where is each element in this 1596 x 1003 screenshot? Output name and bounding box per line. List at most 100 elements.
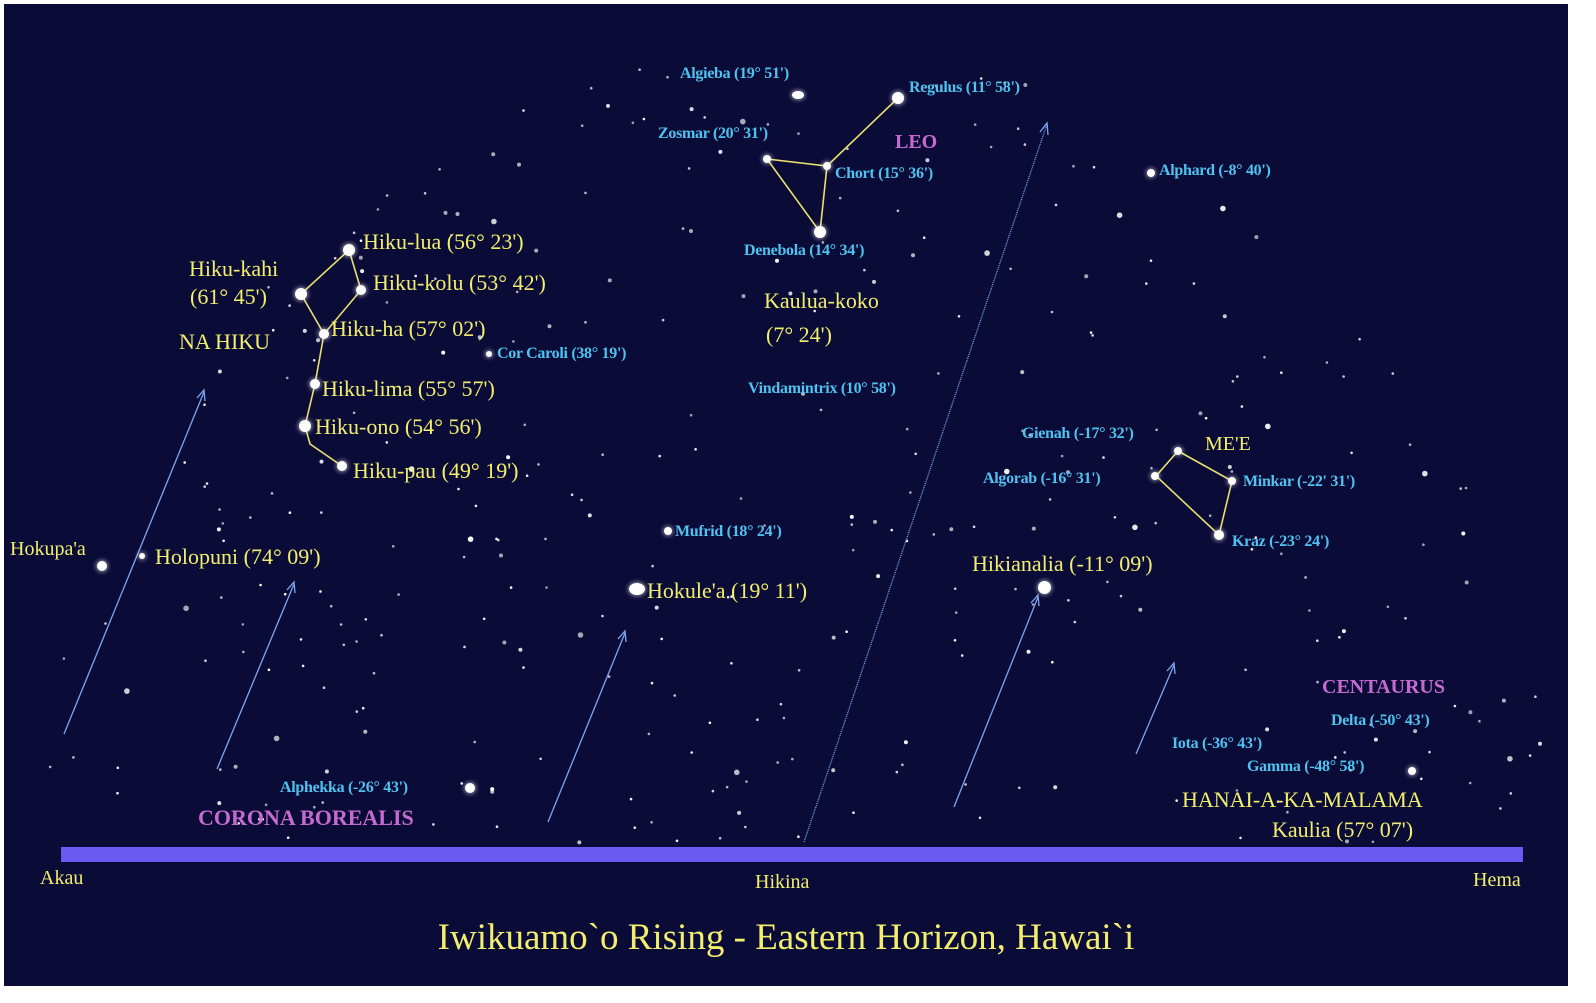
star-hiku-kolu [356,285,366,295]
star-alphekka [465,783,475,793]
background-star [694,448,697,451]
background-star [1254,536,1258,539]
background-star [1240,405,1244,408]
background-star [1265,423,1271,430]
background-star [989,145,993,149]
background-star [650,681,654,685]
star-algorab [1151,472,1159,480]
background-star [299,638,303,641]
background-star [352,411,356,415]
background-star [104,622,107,625]
background-star [539,757,542,761]
background-star [756,718,759,721]
background-star [450,234,453,237]
background-star [570,493,574,497]
background-star [1028,434,1031,437]
label-iota: Iota (-36° 43') [1172,735,1262,752]
background-star [267,668,271,672]
background-star [766,123,770,126]
background-star [689,413,693,417]
background-star [364,618,368,621]
background-star [534,248,539,253]
background-star [690,751,693,754]
background-star [788,291,793,296]
star-cor-caroli [486,351,492,357]
background-star [658,454,661,458]
background-star [491,152,496,157]
background-star [221,522,225,525]
star-hokupaa [97,561,107,571]
background-star [1031,526,1036,531]
background-star [1227,465,1232,469]
background-star [584,321,587,324]
label-hanai-a-ka-malama: HANAI-A-KA-MALAMA [1182,787,1423,812]
background-star [711,789,715,793]
background-star [1428,750,1431,754]
background-star [1113,516,1117,519]
background-star [124,688,130,694]
background-star [324,769,329,774]
background-star [925,158,930,163]
chart-title: Iwikuamo`o Rising - Eastern Horizon, Haw… [437,917,1135,958]
background-star [385,301,389,304]
background-star [718,149,723,154]
background-star [708,721,712,725]
background-star [1420,777,1423,781]
background-star [322,686,326,689]
background-stars [48,68,1542,845]
background-star [638,68,641,71]
star-kraz [1214,530,1224,540]
background-star [372,671,376,675]
background-star [363,729,368,734]
label-mee: ME'E [1205,433,1251,455]
background-star [587,513,592,518]
background-star [219,768,222,771]
label-hiku-kolu: Hiku-kolu (53° 42') [373,270,546,295]
background-star [273,735,280,742]
background-star [62,657,66,660]
background-star [217,801,222,806]
background-star [1222,314,1227,319]
background-star [271,328,275,332]
background-star [434,277,437,281]
star-hiku-pau [337,461,347,471]
direction-north-label: Akau [40,867,84,889]
background-star [242,650,245,654]
background-star [342,643,346,647]
background-star [1461,531,1466,536]
background-star [666,75,669,79]
background-star [737,810,742,815]
background-star [1263,355,1266,359]
background-star [1334,756,1337,759]
background-star [896,209,900,213]
label-holopuni: Holopuni (74° 09') [155,544,321,569]
background-star [911,253,915,258]
background-star [312,359,316,362]
background-star [517,162,521,167]
arrow-head-icon [1039,121,1049,136]
background-star [385,194,389,197]
background-star [391,545,395,548]
background-star [183,605,189,612]
background-star [495,825,499,828]
background-star [1413,729,1418,734]
background-star [934,84,938,88]
background-star [1116,212,1123,218]
star-hiku-kahi [295,288,307,300]
background-star [522,109,525,112]
background-star [358,255,363,260]
background-star [972,525,976,529]
background-star [1280,371,1283,375]
background-star [477,335,482,340]
background-star [270,492,274,495]
background-star [1316,639,1319,642]
background-star [922,236,926,239]
background-star [512,340,515,343]
background-star [801,391,805,396]
background-star [1155,428,1158,432]
label-kaulua-koko: Kaulua-koko [764,288,879,313]
label-hiku-ha: Hiku-ha (57° 02') [331,316,486,341]
background-star [288,304,291,307]
background-star [319,459,324,464]
background-star [1464,486,1468,490]
